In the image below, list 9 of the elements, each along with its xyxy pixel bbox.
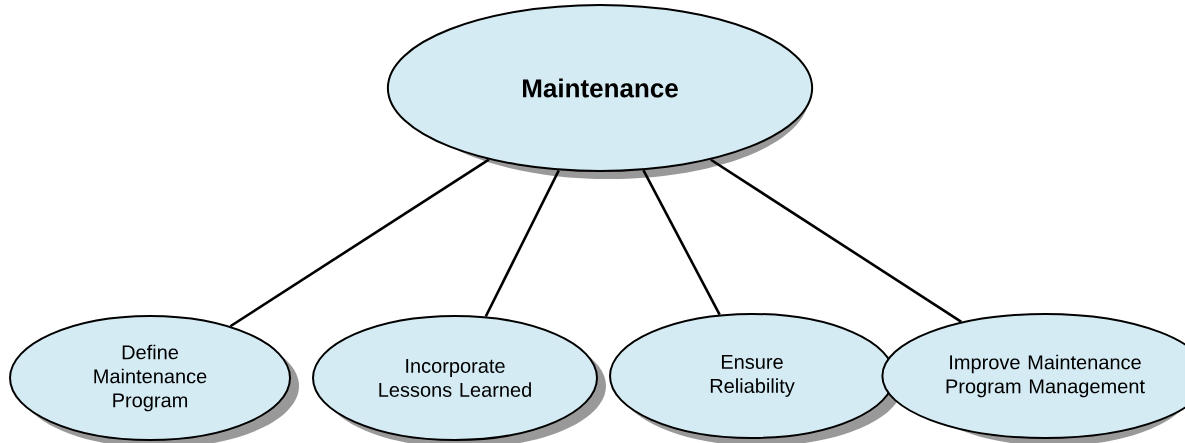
connector-line [710, 158, 963, 323]
ellipse-node: Maintenance [386, 4, 814, 179]
ellipse-node: Define Maintenance Program [9, 315, 299, 443]
connector-line [484, 169, 560, 318]
ellipse-node: Ensure Reliability [609, 313, 903, 443]
ellipse-node: Improve Maintenance Program Management [881, 313, 1185, 443]
connector-line [642, 169, 721, 316]
ellipse-node: Incorporate Lessons Learned [312, 315, 606, 443]
connector-line [229, 158, 490, 328]
